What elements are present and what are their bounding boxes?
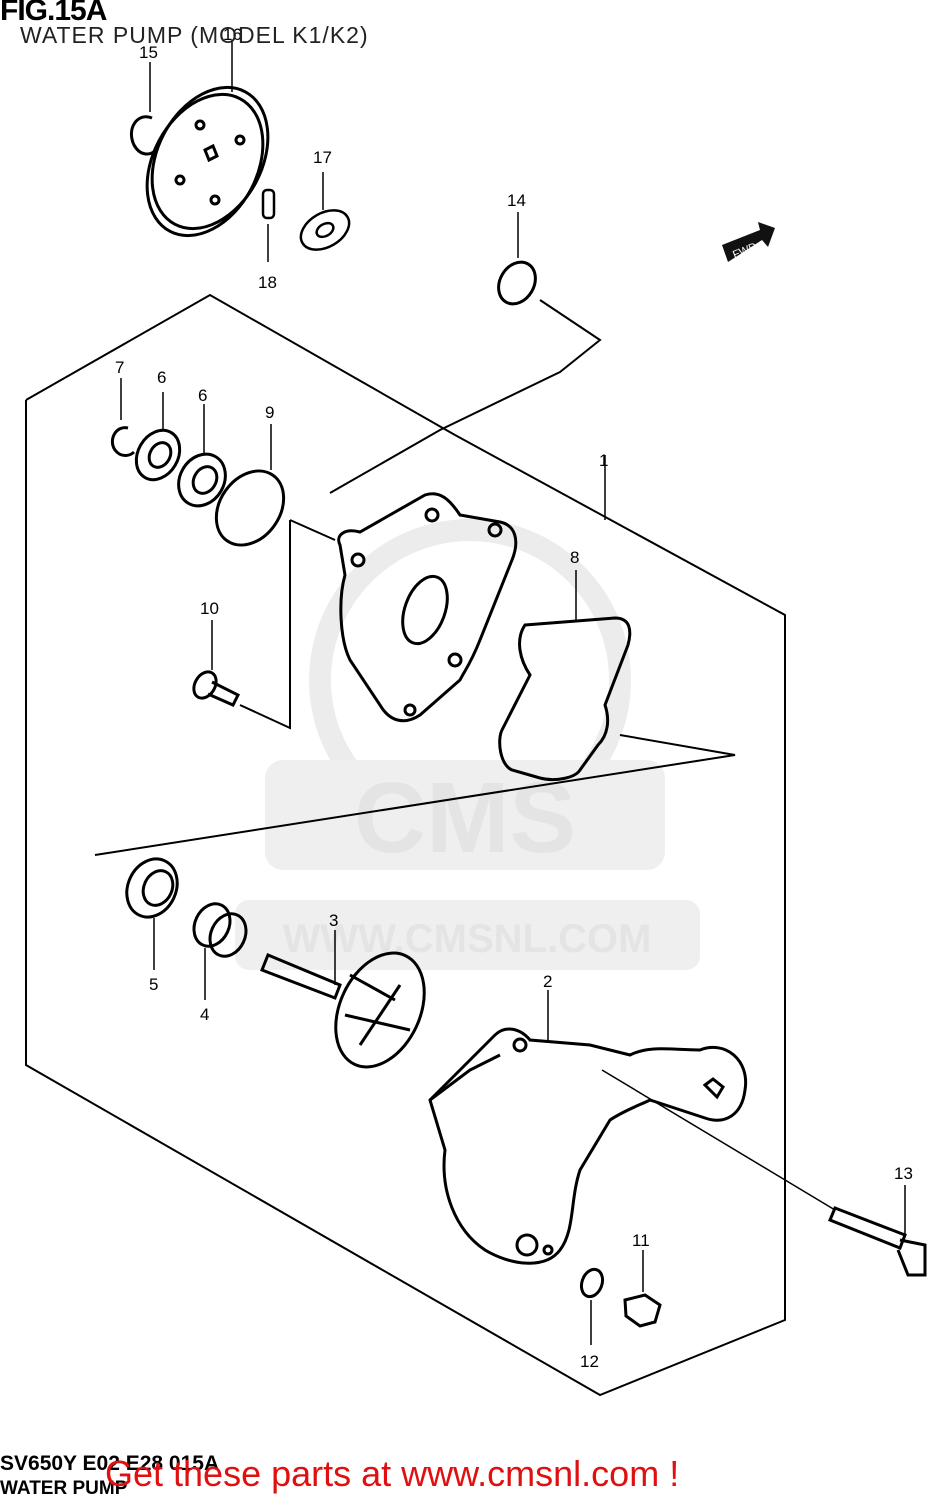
callout-12: 12	[580, 1352, 599, 1371]
figure-label: FIG.15A	[0, 0, 107, 27]
circlip-part-7	[110, 378, 136, 457]
callout-5: 5	[149, 975, 158, 994]
diagram-name: WATER PUMP	[0, 1478, 128, 1499]
callout-2: 2	[543, 972, 552, 991]
figure-subtitle: WATER PUMP (MODEL K1/K2)	[20, 22, 369, 48]
callout-14: 14	[507, 191, 526, 210]
callout-6b: 6	[198, 386, 207, 405]
cms-watermark: CMS WWW.CMSNL.COM	[235, 519, 700, 970]
mechanical-seal-part-4	[192, 902, 248, 1000]
callout-15: 15	[139, 43, 158, 62]
o-ring-part-9	[214, 424, 286, 547]
parts-shop-link[interactable]: Get these parts at www.cmsnl.com !	[105, 1453, 680, 1494]
callout-9: 9	[265, 403, 274, 422]
o-ring-part-14	[497, 212, 537, 306]
callout-3: 3	[329, 911, 338, 930]
callout-17: 17	[313, 148, 332, 167]
watermark-url: WWW.CMSNL.COM	[283, 917, 652, 961]
bolt-part-11	[623, 1250, 662, 1328]
bolt-part-13	[601, 1069, 927, 1277]
bearing-part-6a	[134, 392, 182, 482]
forward-direction-badge: FWD	[722, 222, 775, 262]
assembly-frame	[25, 293, 786, 1397]
washer-part-12	[579, 1267, 605, 1345]
pump-cover-part-2	[428, 990, 748, 1265]
washer-part-17	[299, 172, 351, 251]
callout-10: 10	[200, 599, 219, 618]
watermark-brand: CMS	[354, 762, 576, 874]
gasket-part-8	[498, 570, 632, 782]
callout-8: 8	[570, 548, 579, 567]
diagram-code: SV650Y E02 E28 015A	[0, 1452, 220, 1475]
impeller-shaft-part-3	[260, 930, 426, 1069]
callout-7: 7	[115, 358, 124, 377]
callout-4: 4	[200, 1005, 209, 1024]
circlip-part-15	[129, 62, 158, 156]
oil-seal-part-5	[125, 857, 179, 970]
bearing-part-6b	[177, 404, 227, 508]
pump-gear-part-16	[145, 40, 270, 238]
bolt-part-10	[192, 620, 241, 707]
callout-6a: 6	[157, 368, 166, 387]
pin-part-18	[261, 188, 276, 262]
callout-18: 18	[258, 273, 277, 292]
pump-case-plate-part-1	[337, 455, 606, 723]
callout-11: 11	[632, 1231, 650, 1250]
callout-1: 1	[599, 451, 608, 470]
callout-16: 16	[223, 25, 242, 44]
callout-13: 13	[894, 1164, 913, 1183]
callout-labels: 1 2 3 4 5 6 6 7 8 9 10 11 12 13 14 15 16…	[115, 25, 913, 1371]
